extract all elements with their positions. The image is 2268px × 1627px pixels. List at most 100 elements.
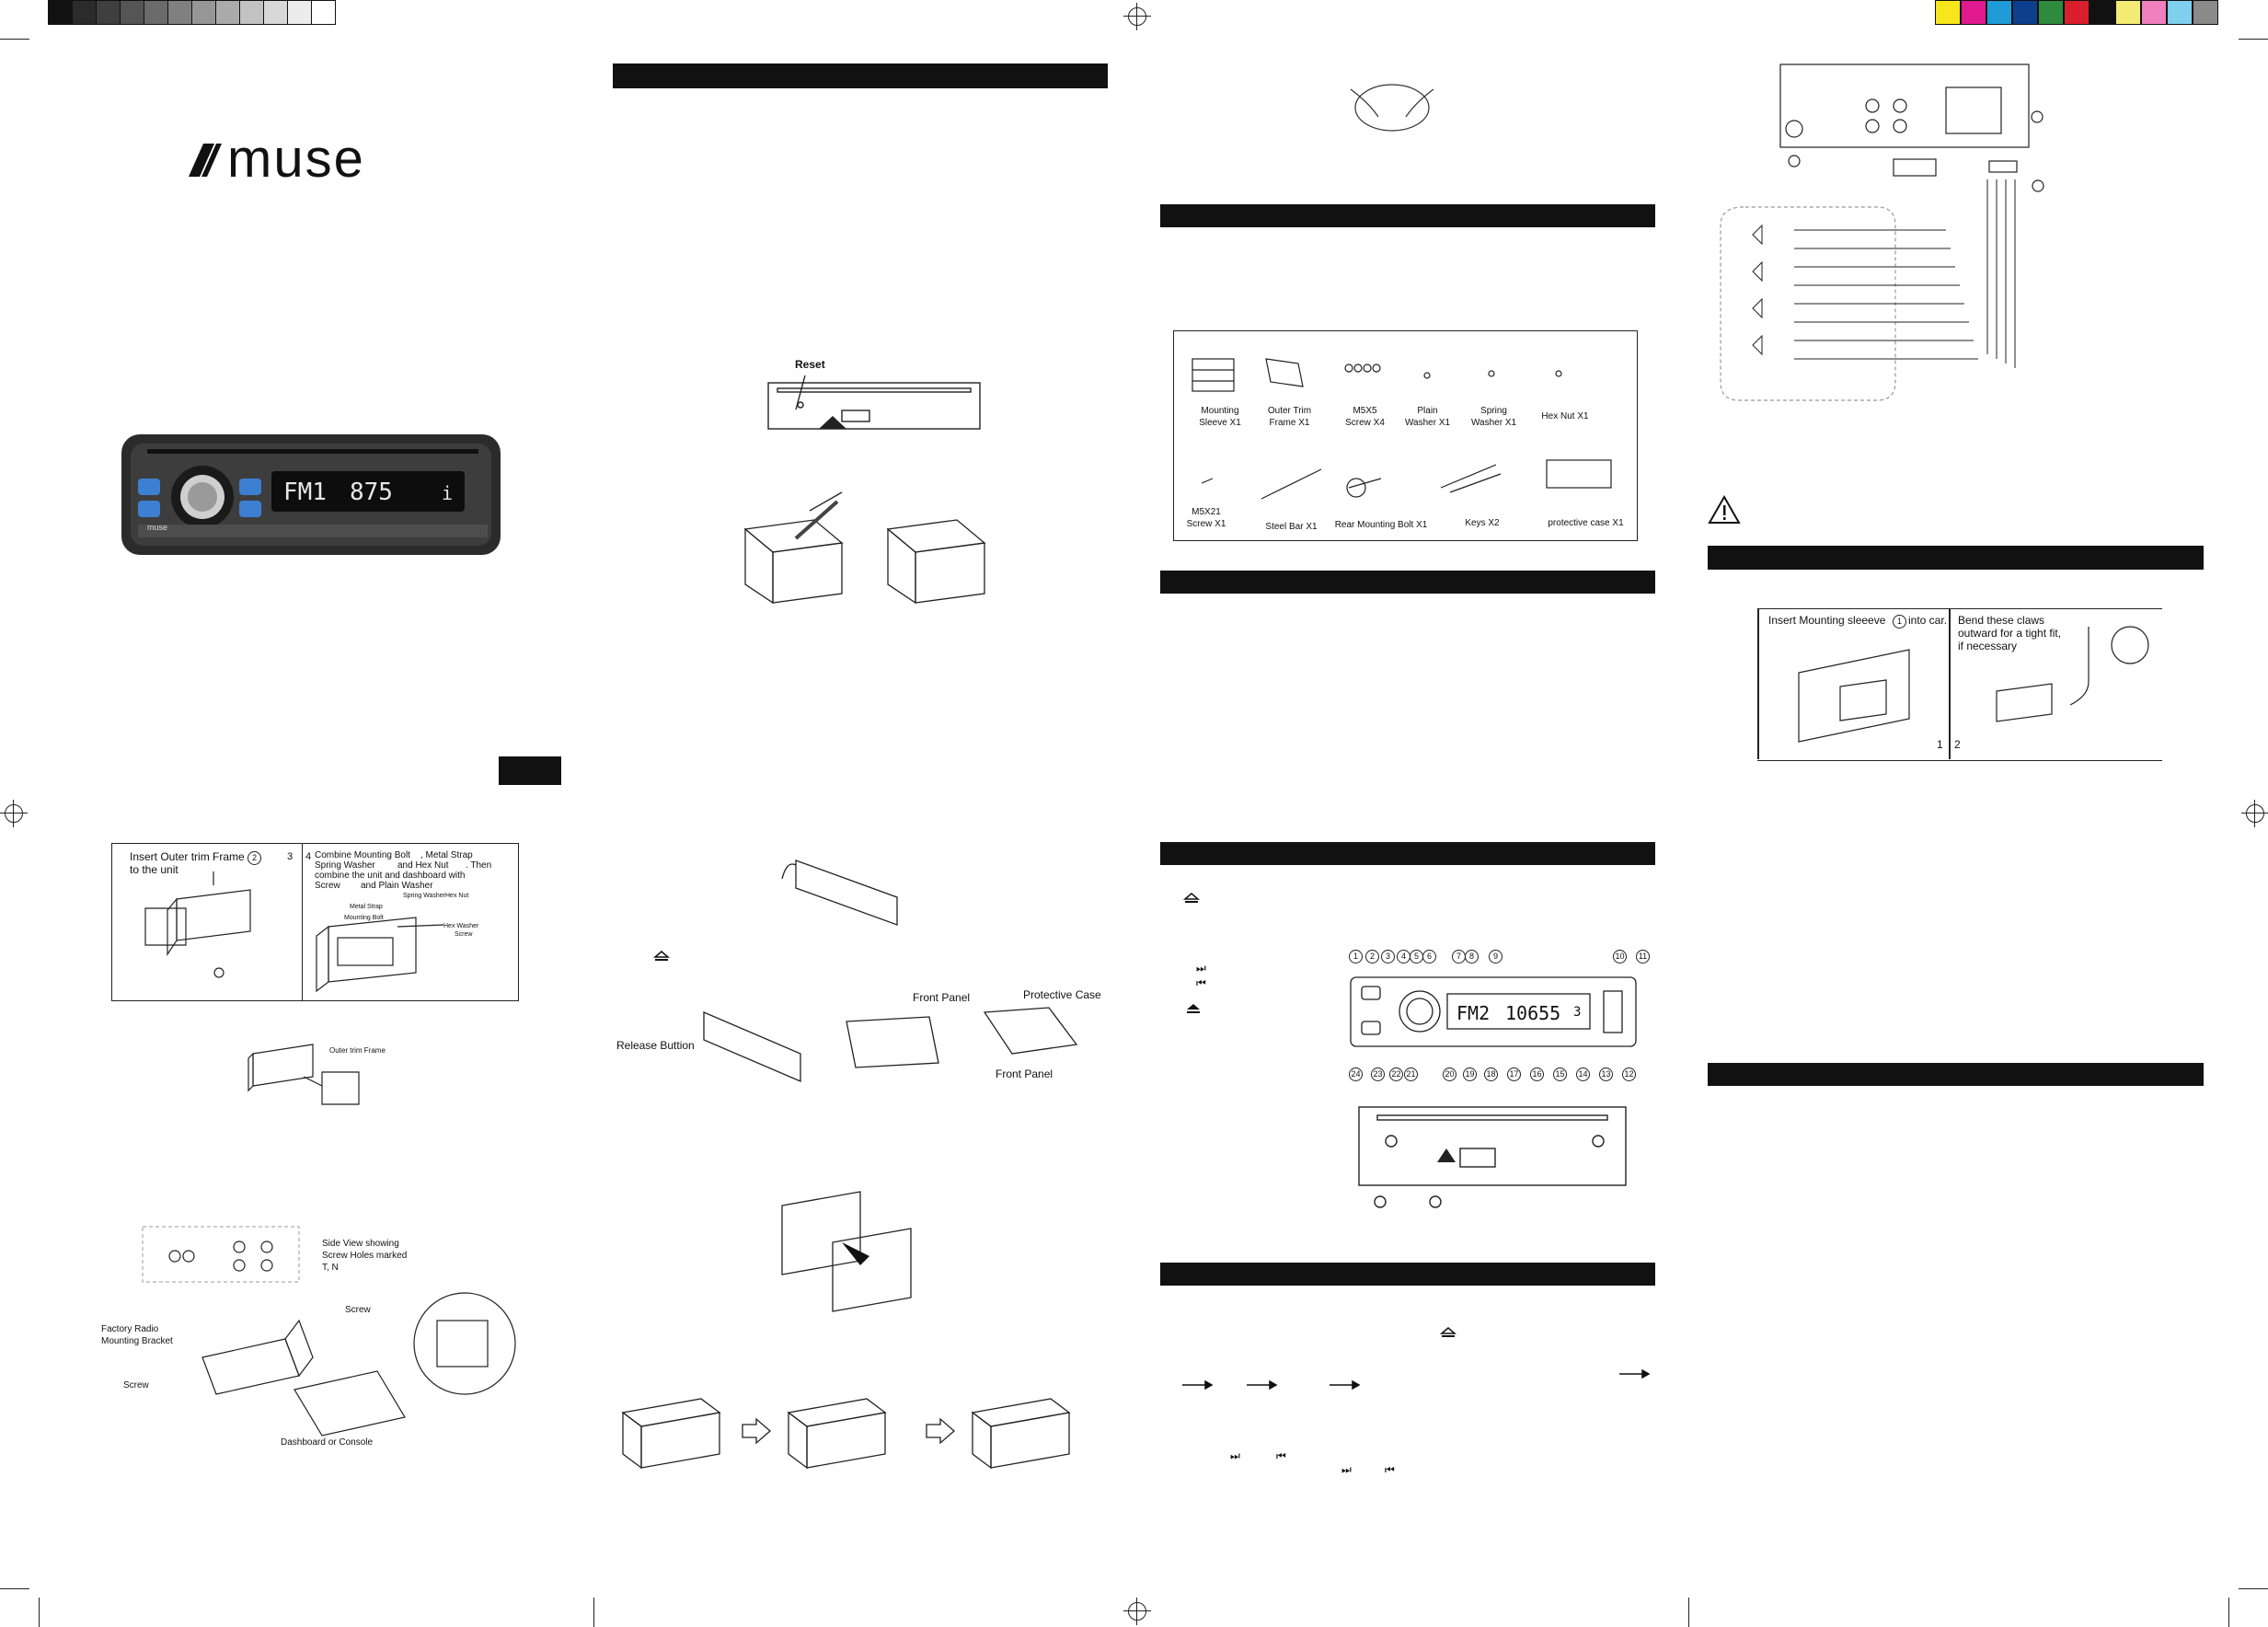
release-panel-diagram: Front Panel Protective Case Release Butt… [616, 989, 1113, 1095]
gray-swatch [120, 0, 144, 25]
muse-logo-icon [189, 144, 222, 177]
color-swatch [2012, 0, 2038, 25]
front-panel-detach-diagram [777, 842, 925, 934]
section-header-bar [1708, 546, 2204, 570]
callout-number: 19 [1463, 1067, 1477, 1081]
gray-swatch [191, 0, 216, 25]
bend-claws-line3: if necessary [1958, 640, 2018, 652]
gray-swatch [144, 0, 168, 25]
warning-icon [1708, 494, 1741, 525]
gray-swatch [48, 0, 73, 25]
registration-mark-icon [2241, 800, 2268, 827]
section-header-bar [1160, 842, 1655, 865]
part-plain-washer: Plain Washer X1 [1404, 406, 1451, 428]
section-header-bar [1160, 571, 1655, 594]
side-view-line2: Screw Holes marked [322, 1251, 408, 1261]
color-swatch [2193, 0, 2218, 25]
car-radio-photo: FM1 875 i muse [120, 433, 502, 557]
eject-icon [1182, 893, 1201, 904]
combine-text-6: combine the unit and dashboard with [315, 871, 466, 881]
label-metal-strap: Metal Strap [350, 904, 383, 910]
device-display-freq: 875 [350, 479, 393, 506]
next-track-icon: ⏭ [1341, 1463, 1352, 1476]
callout-number: 2 [1365, 950, 1379, 964]
combine-text-5: . Then [466, 860, 492, 871]
combine-text-2: , Metal Strap [420, 850, 473, 860]
dashboard-install-diagram: Side View showing Screw Holes marked T, … [101, 1219, 520, 1449]
release-button-label: Release Buttion [616, 1039, 695, 1052]
part-outer-trim-frame: Outer Trim Frame X1 [1267, 406, 1312, 428]
outer-trim-sub: to the unit [130, 863, 178, 876]
callout-number: 4 [1397, 950, 1410, 964]
callout-1: 1 [1893, 615, 1906, 629]
front-display-freq: 10655 [1505, 1002, 1561, 1024]
callout-number: 18 [1484, 1067, 1498, 1081]
prev-track-icon: ⏮ [1196, 976, 1206, 989]
callout-number: 10 [1613, 950, 1627, 964]
label-spring-washer: Spring Washer [403, 893, 446, 899]
callout-number: 6 [1422, 950, 1436, 964]
install-steps-drawing [144, 871, 444, 993]
label-mounting-bolt: Mounting Bolt [344, 915, 384, 921]
outer-trim-step: Insert Outer trim Frame [130, 850, 245, 863]
color-swatch [1986, 0, 2012, 25]
color-swatch [2090, 0, 2115, 25]
callout-number: 11 [1636, 950, 1650, 964]
front-panel-label-b: Front Panel [996, 1067, 1053, 1080]
step-1-number: 1 [1937, 738, 1943, 751]
color-swatch [2038, 0, 2064, 25]
prev-track-icon: ⏮ [1385, 1463, 1395, 1476]
gray-swatch [167, 0, 192, 25]
device-display-sub: i [442, 482, 454, 504]
callout-number: 21 [1404, 1067, 1418, 1081]
combine-text-1: Combine Mounting Bolt [315, 850, 410, 860]
registration-mark-icon [1123, 1598, 1151, 1625]
hands-disc-diagram [1341, 75, 1443, 140]
part-steel-bar: Steel Bar X1 [1265, 522, 1318, 532]
callout-number: 16 [1530, 1067, 1544, 1081]
gray-swatch [263, 0, 288, 25]
registration-mark-icon [0, 800, 28, 827]
gray-swatch [72, 0, 97, 25]
section-tab [499, 756, 561, 785]
rear-unit-reset-diagram: Reset [764, 359, 984, 460]
color-swatch [1961, 0, 1986, 25]
section-header-bar [1708, 1063, 2204, 1086]
next-track-icon: ⏭ [1196, 962, 1206, 975]
combine-text-8: and Plain Washer [361, 881, 433, 891]
device-display-band: FM1 [283, 479, 327, 506]
callout-number: 14 [1576, 1067, 1590, 1081]
trim-removal-diagram [777, 1187, 915, 1312]
eject-icon [652, 951, 671, 962]
part-spring-washer: Spring Washer X1 [1470, 406, 1517, 428]
label-hex-nut: Hex Nut [445, 893, 469, 899]
part-keys: Keys X2 [1465, 518, 1500, 528]
label-screw: Screw [455, 931, 473, 938]
section-header-bar [1160, 204, 1655, 227]
mode-arrows [1182, 1368, 1651, 1390]
eject-icon [1185, 1003, 1202, 1014]
part-rear-mounting-bolt: Rear Mounting Bolt X1 [1334, 520, 1428, 530]
next-track-icon: ⏭ [1230, 1449, 1240, 1462]
bend-claws-line2: outward for a tight fit, [1958, 627, 2062, 640]
color-swatch [2167, 0, 2193, 25]
insert-sleeve-text-2: into car. [1908, 614, 1948, 627]
grayscale-color-bar [48, 0, 336, 26]
callout-2: 2 [248, 851, 261, 865]
front-display-band: FM2 [1456, 1002, 1491, 1024]
callout-number: 1 [1349, 950, 1363, 964]
part-hex-nut: Hex Nut X1 [1541, 411, 1589, 421]
gray-swatch [215, 0, 240, 25]
screw-label-top: Screw [345, 1305, 371, 1315]
callout-number: 24 [1349, 1067, 1363, 1081]
section-header-bar [1160, 1263, 1655, 1286]
protective-case-label: Protective Case [1023, 988, 1101, 1001]
step-3: 3 [287, 851, 294, 862]
callout-number: 9 [1489, 950, 1502, 964]
bend-claws-line1: Bend these claws [1958, 614, 2045, 627]
rear-unit-diagram [1354, 1102, 1635, 1208]
part-m5x21-screw: M5X21 Screw X1 [1186, 507, 1226, 529]
reset-label: Reset [795, 358, 825, 371]
combine-text-3: Spring Washer [315, 860, 375, 871]
